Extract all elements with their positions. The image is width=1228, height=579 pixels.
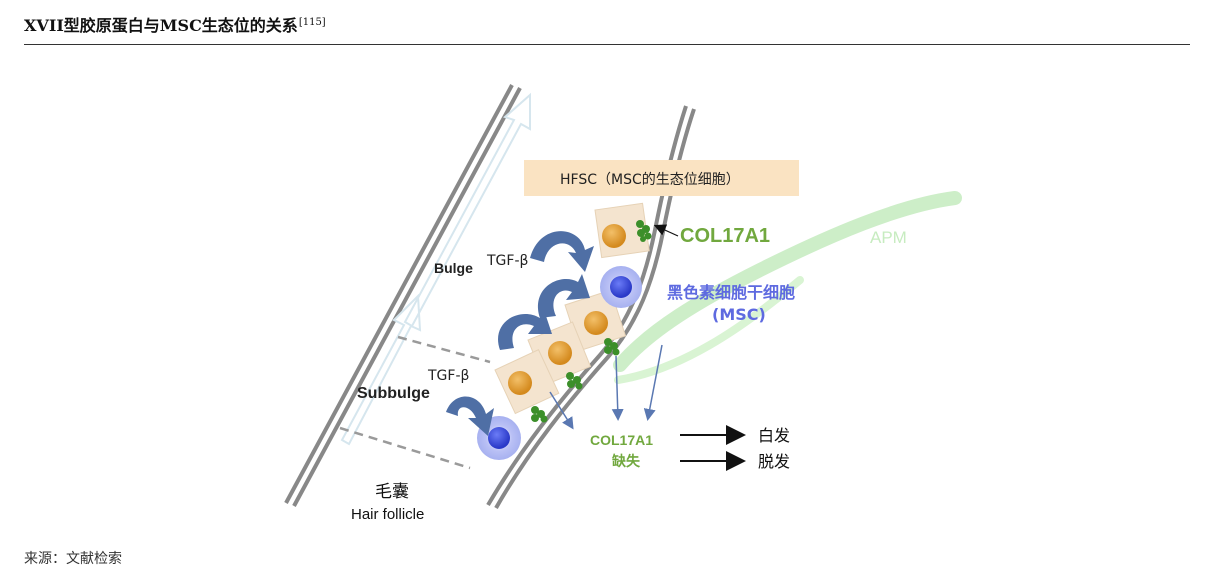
loss-arrow-3 xyxy=(643,344,663,421)
title-text: XVII型胶原蛋白与MSC生态位的关系 xyxy=(24,16,298,35)
msc-nucleus-upper xyxy=(610,276,632,298)
hfsc-nucleus-2 xyxy=(584,311,608,335)
apm-band-lower xyxy=(614,276,804,384)
col17a1-cluster-1 xyxy=(636,220,652,242)
source-note: 来源：文献检索 xyxy=(24,551,122,567)
loss-label-2: 缺失 xyxy=(612,453,641,470)
hfsc-nucleus-4 xyxy=(508,371,532,395)
follicle-label-en: Hair follicle xyxy=(351,506,424,523)
tgf-beta-label-2: TGF-β xyxy=(427,368,469,384)
loss-arrow-1 xyxy=(549,391,574,430)
loss-label-1: COL17A1 xyxy=(590,432,653,448)
title-bar: XVII型胶原蛋白与MSC生态位的关系[115] xyxy=(24,12,1190,45)
col17a1-cluster-3 xyxy=(566,372,583,390)
bulge-range-arrow xyxy=(340,92,531,446)
niche-label-box xyxy=(524,160,799,196)
msc-nucleus-lower xyxy=(488,427,510,449)
outcome-hair-loss: 脱发 xyxy=(758,452,790,471)
niche-label: HFSC（MSC的生态位细胞） xyxy=(560,172,740,188)
col17a1-pointer xyxy=(653,224,679,237)
apm-band xyxy=(613,191,962,372)
apm-label: APM xyxy=(870,228,907,247)
tgf-arrow-1 xyxy=(530,231,594,272)
bulge-label: Bulge xyxy=(434,260,473,276)
follicle-wall-left-a xyxy=(284,84,514,504)
follicle-label-cn: 毛囊 xyxy=(375,482,409,502)
subbulge-dash-upper xyxy=(397,335,491,364)
hfsc-nucleus-3 xyxy=(548,341,572,365)
tgf-arrow-3 xyxy=(498,310,552,350)
tgf-beta-label-1: TGF-β xyxy=(486,253,528,269)
tgf-arrow-2 xyxy=(538,274,590,318)
tgf-arrow-4 xyxy=(446,396,494,436)
col17a1-cluster-2 xyxy=(604,338,620,356)
hfsc-nucleus-1 xyxy=(602,224,626,248)
col17a1-cluster-4 xyxy=(531,406,548,423)
subbulge-label: Subbulge xyxy=(357,385,430,402)
subbulge-dash-lower xyxy=(339,426,471,470)
col17a1-label: COL17A1 xyxy=(680,225,770,247)
msc-label-abbr: (MSC) xyxy=(712,305,766,324)
msc-label-cn: 黑色素细胞干细胞 xyxy=(667,283,795,302)
page-title: XVII型胶原蛋白与MSC生态位的关系[115] xyxy=(24,12,326,36)
outcome-gray-hair: 白发 xyxy=(758,426,790,445)
follicle-wall-left-b xyxy=(292,87,522,507)
citation-ref: [115] xyxy=(298,16,326,28)
loss-arrow-2 xyxy=(611,355,624,421)
